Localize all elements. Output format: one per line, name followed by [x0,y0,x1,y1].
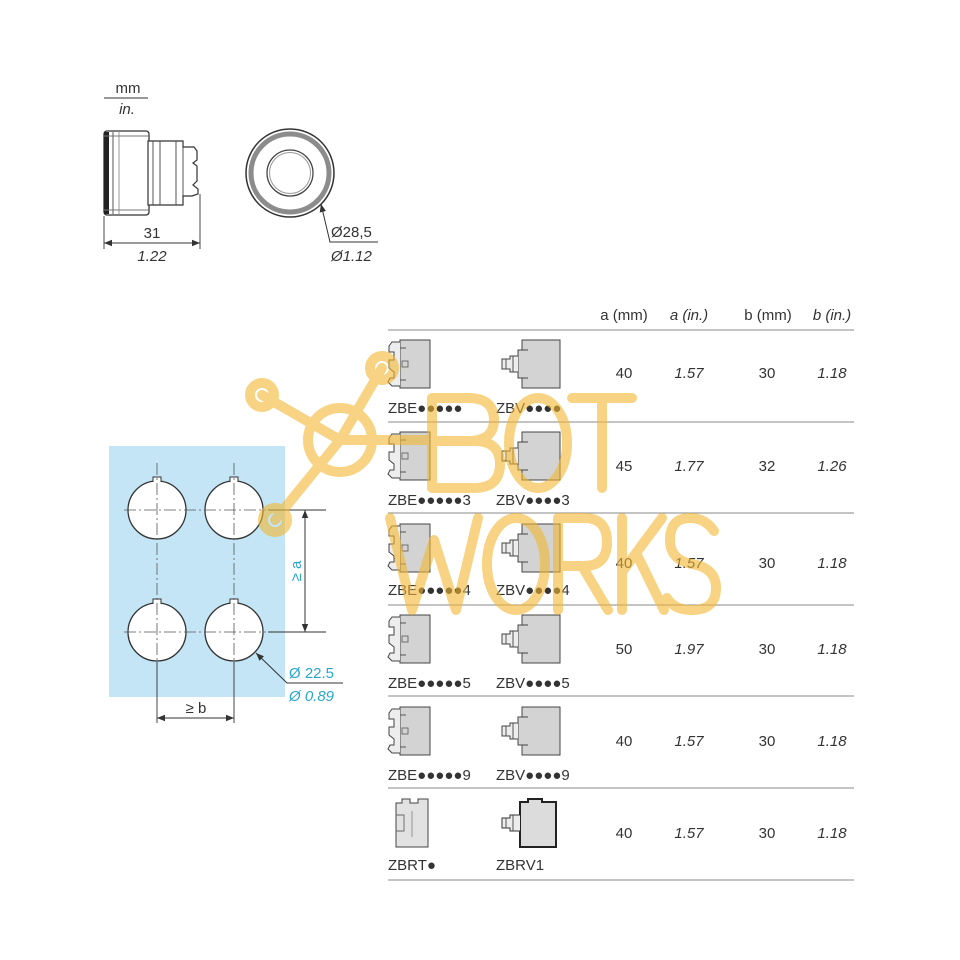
left-reference-label: ZBE●●●●●5 [388,675,471,692]
button-head [103,130,150,216]
receiver-block-drawing [501,798,557,848]
cell-a-mm: 40 [616,825,633,842]
cell-b-mm: 30 [759,825,776,842]
cell-b-mm: 30 [759,365,776,382]
table-row: ZBRT● ZBRV1 40 1.57 30 1.18 [388,798,854,881]
left-reference-label: ZBRT● [388,857,436,874]
cell-a-mm: 40 [616,365,633,382]
diameter-leader-line [319,203,378,243]
watermark-logo-links [257,363,435,525]
cell-b-mm: 30 [759,733,776,750]
cell-a-in: 1.77 [674,458,704,475]
contact-block-drawing [387,614,431,664]
cell-b-in: 1.18 [817,641,847,658]
hole-diameter-leader-line [255,652,343,684]
panel-cutout-drawing: ≥ a ≥ b Ø 22.5 Ø 0.89 [109,446,343,723]
cell-a-mm: 45 [616,458,633,475]
panel-area [109,446,285,697]
length-in-label: 1.22 [137,248,167,265]
right-reference-label: ZBV●●●●5 [496,675,570,692]
watermark-letter [427,393,505,493]
bezel-ring [248,131,332,215]
length-mm-label: 31 [144,225,161,242]
unit-secondary: in. [119,101,135,118]
hole-diameter-mm-label: Ø 22.5 [289,665,334,682]
watermark-logo-hub [303,403,377,477]
head-edge-line [104,135,149,211]
header-b-in: b (in.) [813,307,851,324]
anti-rotation-notch [152,476,239,604]
right-reference-label: ZBV●●●●4 [496,582,570,599]
cell-b-in: 1.18 [817,555,847,572]
diameter-in-label: Ø1.12 [330,248,373,265]
table-row: ZBE●●●●● ZBV●●●● 40 1.57 30 1.18 [387,339,854,423]
watermark-logo-node [365,351,399,385]
table-row: ZBE●●●●●9 ZBV●●●●9 40 1.57 30 1.18 [387,706,854,789]
contact-block-drawing [387,706,431,756]
cell-a-mm: 50 [616,641,633,658]
light-block-drawing [501,706,561,756]
front-view: Ø28,5 Ø1.12 [245,128,378,265]
light-block-drawing [501,339,561,389]
head-front-face [104,132,109,214]
cell-b-in: 1.26 [817,458,847,475]
body-line [152,141,184,205]
terminal-block-drawing [395,798,429,848]
header-a-mm: a (mm) [600,307,648,324]
watermark [245,351,721,615]
right-reference-label: ZBV●●●●3 [496,492,570,509]
table-header: a (mm) a (in.) b (mm) b (in.) [388,307,854,331]
right-reference-label: ZBV●●●●9 [496,767,570,784]
watermark-letter [553,513,613,615]
units-legend: mm in. [104,80,148,118]
cell-b-in: 1.18 [817,733,847,750]
unit-primary: mm [116,80,141,97]
diameter-mm-label: Ø28,5 [331,224,372,241]
watermark-letter [504,393,572,493]
watermark-letter [482,513,550,615]
watermark-word-works [385,513,721,615]
spacing-b-label: ≥ b [186,700,207,717]
left-reference-label: ZBE●●●●●3 [388,492,471,509]
cell-a-in: 1.57 [674,365,704,382]
spacing-a-label: ≥ a [288,560,305,581]
watermark-logo [245,351,435,537]
cell-b-mm: 30 [759,641,776,658]
cell-a-mm: 40 [616,733,633,750]
button-body [147,140,199,206]
watermark-logo-node [245,378,279,412]
cell-b-in: 1.18 [817,365,847,382]
table-row: ZBE●●●●●5 ZBV●●●●5 50 1.97 30 1.18 [387,614,854,697]
watermark-letter [567,393,637,493]
light-block-drawing [501,614,561,664]
cell-b-mm: 30 [759,555,776,572]
cell-b-in: 1.18 [817,825,847,842]
watermark-word-bot [427,393,637,493]
watermark-letter [617,513,669,615]
hole-diameter-in-label: Ø 0.89 [288,688,335,705]
watermark-logo-node [258,503,292,537]
pushbutton-inner-circle [269,152,311,194]
right-reference-label: ZBRV1 [496,857,544,874]
cell-a-in: 1.57 [674,733,704,750]
side-view: 31 1.22 [103,130,201,265]
cell-a-in: 1.97 [674,641,704,658]
cell-a-in: 1.57 [674,825,704,842]
left-reference-label: ZBE●●●●●9 [388,767,471,784]
left-reference-label: ZBE●●●●● [388,400,462,417]
watermark-letter [662,513,721,615]
header-b-mm: b (mm) [744,307,792,324]
table-row: ZBE●●●●●3 ZBV●●●●3 45 1.77 32 1.26 [387,431,854,514]
pushbutton-circle [266,149,314,197]
header-a-in: a (in.) [670,307,708,324]
cell-b-mm: 32 [759,458,776,475]
watermark-letter [385,513,483,615]
